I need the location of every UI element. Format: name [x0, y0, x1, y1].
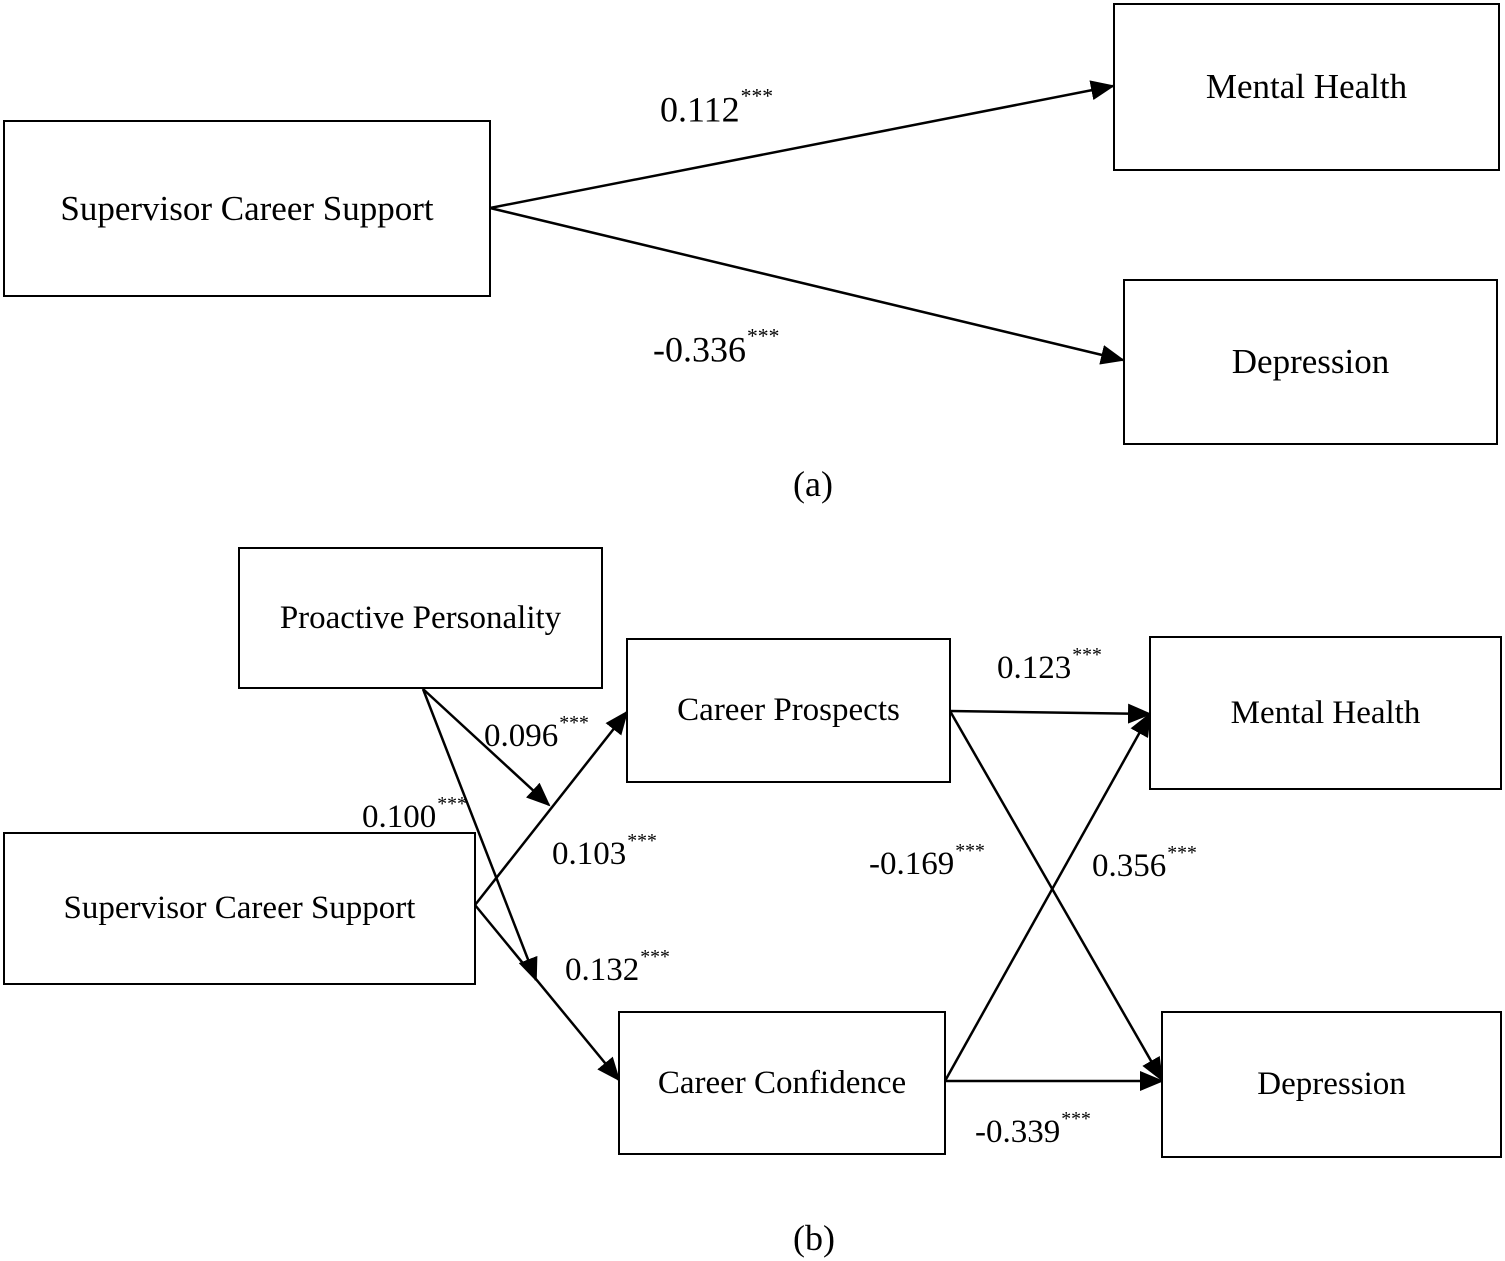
- coef-b-scs-confidence: 0.132***: [565, 946, 670, 988]
- node-b-depression: Depression: [1161, 1011, 1502, 1158]
- coef-b-prospects-mental-health: 0.123***: [997, 644, 1102, 686]
- coef-b-prospects-depression: -0.169***: [869, 840, 985, 882]
- arrow-b-pp-moderation-confidence: [421, 688, 538, 982]
- node-a-supervisor-career-support: Supervisor Career Support: [3, 120, 491, 297]
- arrow-b-pp-moderation-prospects: [422, 688, 551, 807]
- arrow-b-prospects-to-mental-health: [949, 703, 1152, 724]
- node-a-depression: Depression: [1123, 279, 1498, 445]
- arrow-a-scs-to-mental-health: [489, 80, 1115, 210]
- coef-b-scs-prospects: 0.103***: [552, 830, 657, 872]
- coef-a-scs-mental-health: 0.112***: [660, 84, 774, 130]
- arrow-b-scs-to-career-prospects: [474, 710, 629, 906]
- node-a-mental-health: Mental Health: [1113, 3, 1500, 171]
- coef-b-pp-prospects: 0.096***: [484, 712, 589, 754]
- node-b-mental-health: Mental Health: [1149, 636, 1502, 790]
- arrow-b-prospects-to-depression: [948, 710, 1164, 1082]
- caption-b: (b): [793, 1218, 835, 1258]
- node-b-career-confidence: Career Confidence: [618, 1011, 946, 1155]
- coef-b-confidence-depression: -0.339***: [975, 1108, 1091, 1150]
- node-b-career-prospects: Career Prospects: [626, 638, 951, 783]
- coef-b-confidence-mental-health: 0.356***: [1092, 842, 1197, 884]
- caption-a: (a): [793, 464, 833, 504]
- node-b-supervisor-career-support: Supervisor Career Support: [3, 832, 476, 985]
- arrow-b-confidence-to-mental-health: [943, 712, 1152, 1082]
- arrow-b-scs-to-career-confidence: [474, 904, 621, 1082]
- coef-b-pp-confidence: 0.100***: [362, 793, 467, 835]
- arrow-a-scs-to-depression: [489, 206, 1125, 365]
- coef-a-scs-depression: -0.336***: [653, 324, 780, 370]
- node-b-proactive-personality: Proactive Personality: [238, 547, 603, 689]
